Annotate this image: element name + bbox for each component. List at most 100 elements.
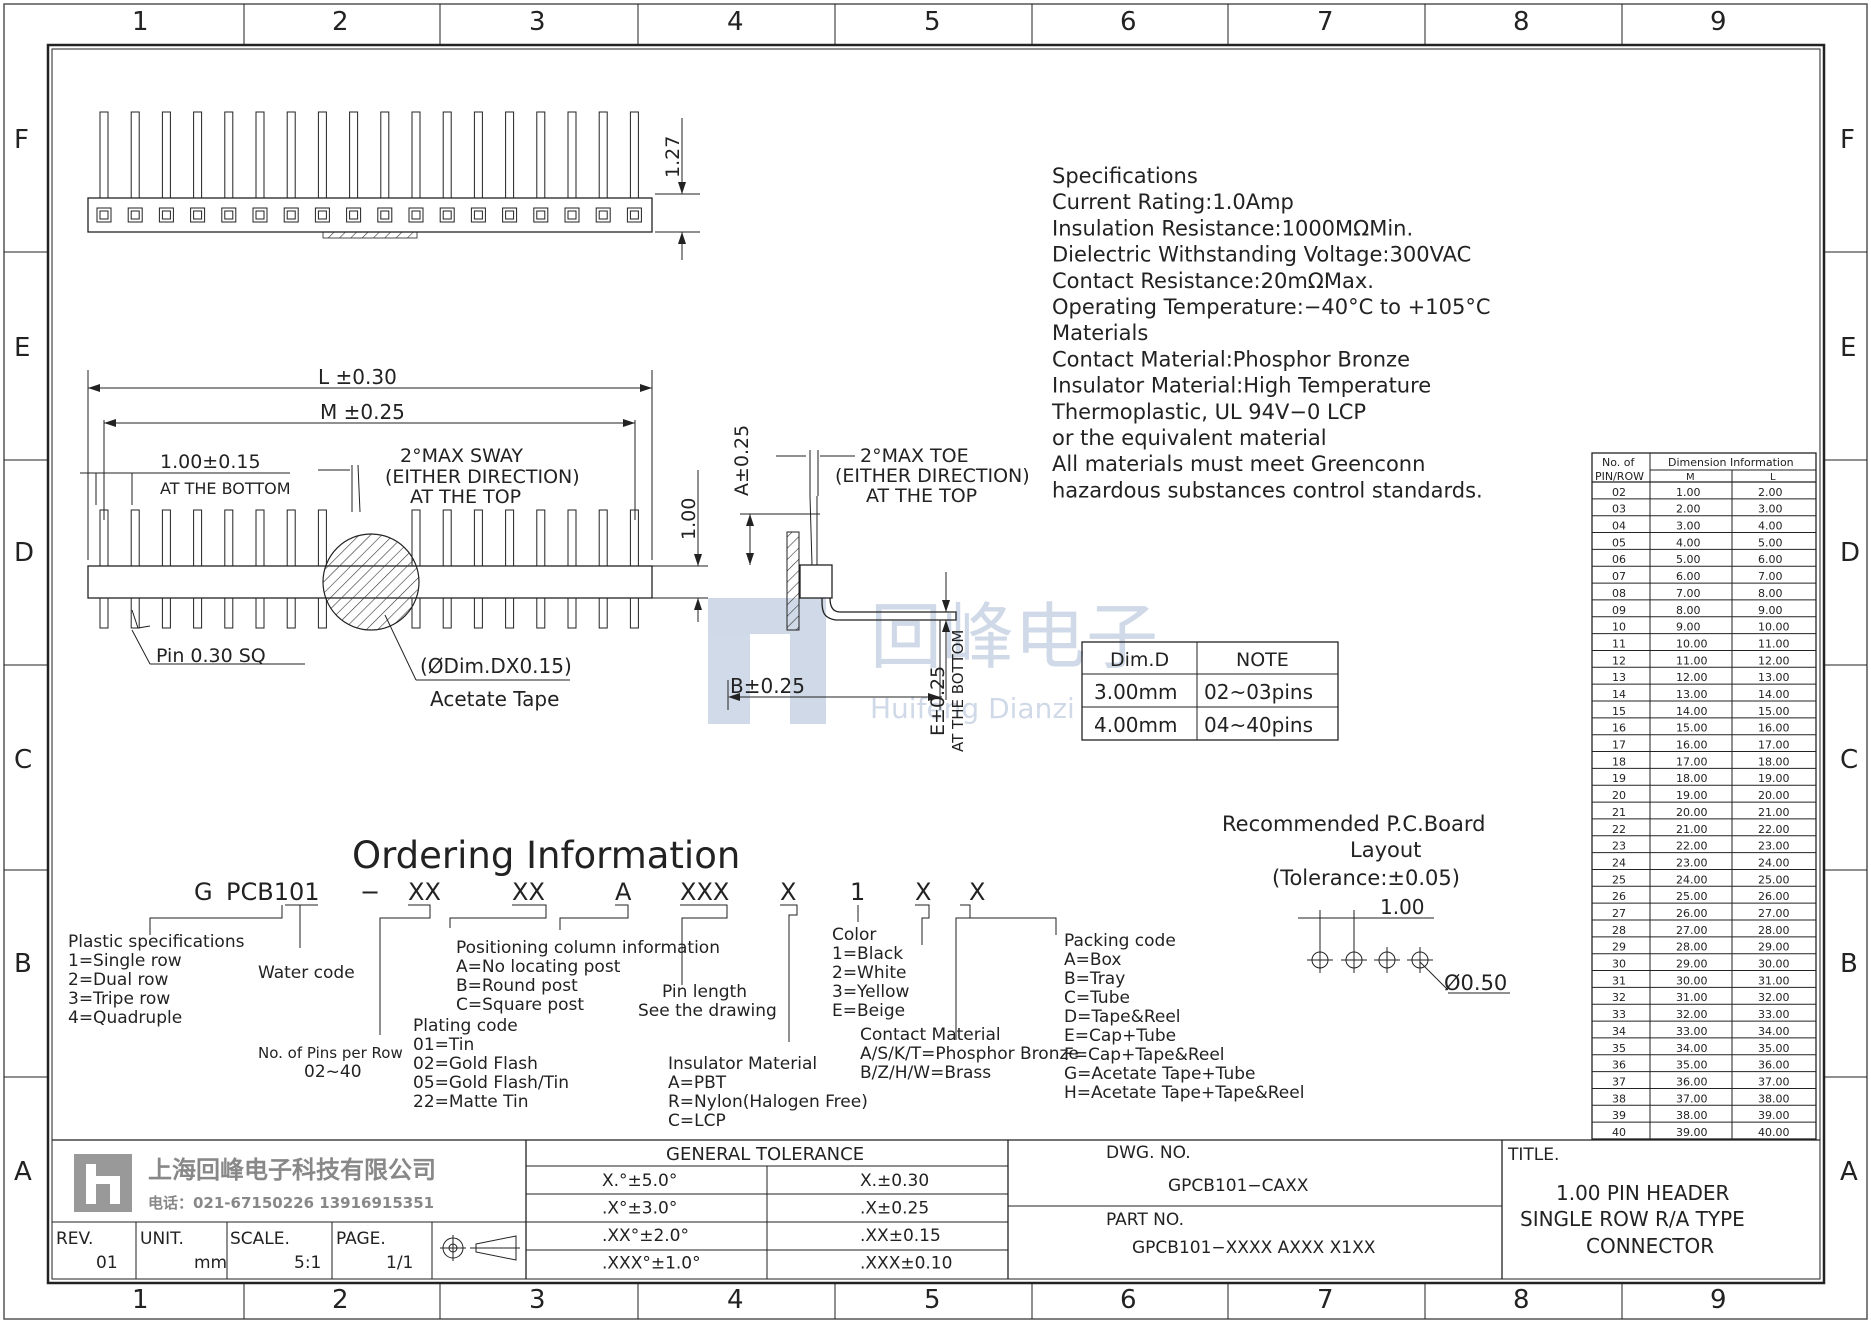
order-note-insulator: C=LCP [668, 1111, 726, 1131]
pin-top [224, 509, 234, 567]
table-cell-pins: 40 [1612, 1126, 1626, 1139]
table-cell-pins: 06 [1612, 553, 1626, 566]
title-line-3: CONNECTOR [1586, 1234, 1714, 1258]
table-cell-pins: 25 [1612, 873, 1626, 886]
order-leaders [149, 904, 1057, 1042]
table-cell-pins: 38 [1612, 1092, 1626, 1105]
column-label-top: 4 [727, 7, 744, 37]
order-note-color: 2=White [832, 963, 907, 983]
pin-size: Pin 0.30 SQ [156, 645, 266, 667]
order-note-color: E=Beige [832, 1001, 905, 1021]
dim-E-note: AT THE BOTTOM [949, 630, 967, 752]
title-label: TITLE. [1507, 1145, 1559, 1165]
table-cell-pins: 19 [1612, 772, 1626, 785]
pin-top [567, 509, 577, 567]
order-code-part: A [615, 878, 632, 906]
column-label-top: 9 [1710, 7, 1727, 37]
order-note-plating: 22=Matte Tin [413, 1092, 529, 1112]
table-hm: M [1686, 472, 1695, 483]
pin-hole [221, 207, 237, 223]
column-label-bottom: 1 [132, 1285, 149, 1315]
pin-hole [533, 207, 549, 223]
order-code-part: XX [512, 878, 545, 906]
watermark: 回峰电子 Huifeng Dianzi [708, 595, 1158, 725]
table-cell-pins: 16 [1612, 722, 1626, 735]
pin-top [99, 509, 109, 567]
order-note-plastic: 3=Tripe row [68, 989, 170, 1009]
order-code-part: 1 [850, 878, 865, 906]
order-leader [680, 904, 728, 985]
title-line-2: SINGLE ROW R/A TYPE [1520, 1207, 1745, 1231]
column-label-top: 1 [132, 7, 149, 37]
row-label-left: D [14, 538, 34, 568]
sway-note-2: (EITHER DIRECTION) [385, 466, 580, 488]
spec-line: hazardous substances control standards. [1052, 478, 1483, 502]
pin-bottom [505, 597, 515, 629]
table-cell-m: 25.00 [1676, 890, 1708, 903]
table-cell-l: 39.00 [1758, 1109, 1790, 1122]
pin-hole [470, 207, 486, 223]
pin [567, 111, 577, 199]
table-cell-l: 13.00 [1758, 671, 1790, 684]
pin-top [255, 509, 265, 567]
row-label-right: F [1840, 125, 1855, 155]
scale-value: 5:1 [294, 1253, 321, 1273]
order-code-part: XX [408, 878, 441, 906]
pin [255, 111, 265, 199]
pin-top [286, 509, 296, 567]
pin-top [536, 509, 546, 567]
sway-note-3: AT THE TOP [410, 486, 521, 508]
table-cell-pins: 21 [1612, 806, 1626, 819]
order-note-plastic: Plastic specifications [68, 932, 245, 952]
pin-top [629, 509, 639, 567]
table-cell-pins: 07 [1612, 570, 1626, 583]
table-cell-m: 15.00 [1676, 722, 1708, 735]
table-cell-m: 31.00 [1676, 991, 1708, 1004]
table-cell-pins: 12 [1612, 654, 1626, 667]
pin-bottom [255, 597, 265, 629]
pin [317, 111, 327, 199]
table-hl: L [1770, 472, 1776, 483]
table-cell-pins: 39 [1612, 1109, 1626, 1122]
table-cell-l: 30.00 [1758, 958, 1790, 971]
table-cell-m: 5.00 [1676, 553, 1701, 566]
table-cell-l: 34.00 [1758, 1025, 1790, 1038]
pin-hole [595, 207, 611, 223]
pin-top [442, 509, 452, 567]
row-label-right: B [1840, 949, 1858, 979]
table-cell-m: 39.00 [1676, 1126, 1708, 1139]
title-line-1: 1.00 PIN HEADER [1556, 1181, 1730, 1205]
pin-bottom [442, 597, 452, 629]
table-cell-l: 15.00 [1758, 705, 1790, 718]
spec-line: Contact Resistance:20mΩMax. [1052, 269, 1374, 293]
order-note-packing: B=Tray [1064, 969, 1125, 989]
table-cell-l: 3.00 [1758, 503, 1783, 516]
spec-line: Dielectric Withstanding Voltage:300VAC [1052, 243, 1471, 267]
table-cell-l: 18.00 [1758, 755, 1790, 768]
table-cell-m: 10.00 [1676, 637, 1708, 650]
pin-hole [502, 207, 518, 223]
pin-bottom [567, 597, 577, 629]
order-leader [955, 904, 971, 1040]
order-note-insulator: Insulator Material [668, 1054, 817, 1074]
order-code-part: X [969, 878, 985, 906]
tape-dim: (ØDim.DX0.15) [420, 654, 572, 678]
table-cell-pins: 23 [1612, 840, 1626, 853]
table-cell-pins: 03 [1612, 503, 1626, 516]
tolerance-angle: .XXX°±1.0° [602, 1254, 701, 1274]
rev-value: 01 [96, 1253, 118, 1273]
dim-d-row2-dim: 4.00mm [1094, 713, 1178, 737]
dim-top-height: 1.27 [662, 136, 684, 178]
column-label-top: 6 [1120, 7, 1137, 37]
tolerance-linear: .XX±0.15 [860, 1226, 941, 1246]
table-cell-m: 21.00 [1676, 823, 1708, 836]
order-note-insulator: A=PBT [668, 1073, 727, 1093]
watermark-cn: 回峰电子 [870, 595, 1158, 679]
dwg-label: DWG. NO. [1106, 1143, 1191, 1163]
pin [473, 111, 483, 199]
order-note-pin_length: See the drawing [638, 1001, 777, 1021]
order-note-pin_length: Pin length [662, 982, 747, 1002]
table-cell-l: 20.00 [1758, 789, 1790, 802]
pin-hole [96, 207, 112, 223]
order-leader [449, 904, 547, 928]
